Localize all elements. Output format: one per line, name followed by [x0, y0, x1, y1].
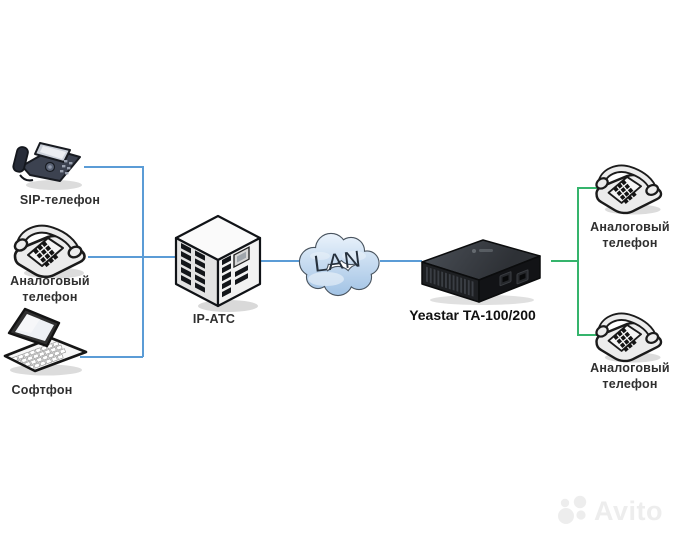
link-yeastar-to-bus	[551, 260, 579, 262]
avito-watermark: Avito	[556, 494, 663, 528]
analog-phone-right-bottom-icon	[590, 310, 668, 364]
avito-logo-icon	[558, 495, 587, 524]
analog-phone-right-top-label: Аналоговый телефон	[590, 220, 670, 250]
analog-phone-left-icon	[8, 222, 92, 280]
yeastar-gateway-icon	[421, 239, 541, 305]
link-analog-to-ipatc	[88, 256, 176, 258]
link-lan-to-yeastar	[380, 260, 422, 262]
ip-atc-label: IP-АТС	[192, 312, 236, 326]
link-softphone-to-bus	[80, 356, 143, 358]
lan-cloud-label: LAN	[312, 245, 363, 277]
avito-watermark-text: Avito	[594, 495, 663, 526]
analog-phone-right-top-icon	[590, 162, 668, 216]
softphone-laptop-icon	[3, 307, 88, 376]
ip-atc-server-icon	[174, 214, 262, 312]
analog-phone-left-label: Аналоговый телефон	[10, 274, 90, 304]
analog-phone-right-bottom-label: Аналоговый телефон	[590, 361, 670, 391]
link-right-bus	[577, 187, 579, 336]
softphone-label: Софтфон	[11, 383, 73, 397]
link-sip-to-bus	[84, 166, 143, 168]
sip-phone-icon	[12, 142, 82, 190]
lan-cloud-icon: LAN	[298, 232, 380, 297]
yeastar-gateway-label: Yeastar TA-100/200	[409, 307, 536, 323]
sip-phone-label: SIP-телефон	[19, 193, 101, 207]
link-bus-to-phone-top	[577, 187, 613, 189]
link-ipatc-to-lan	[259, 260, 299, 262]
link-left-bus	[142, 166, 144, 357]
